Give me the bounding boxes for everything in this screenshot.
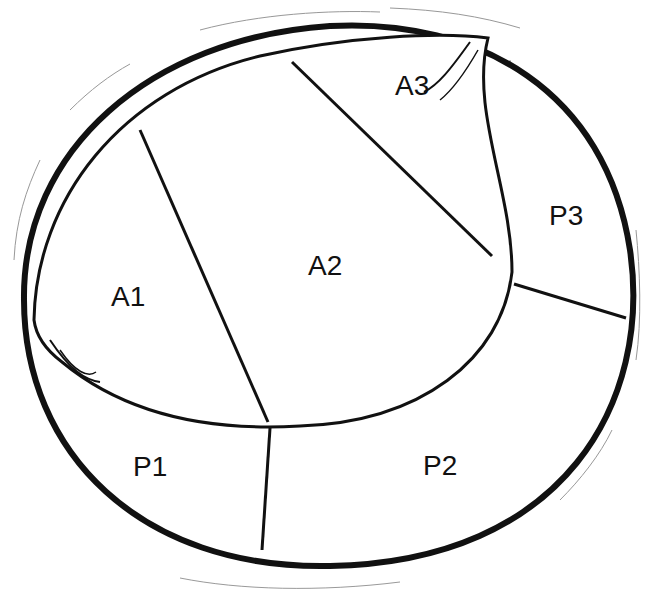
segment-label: A2 — [308, 252, 342, 280]
commissure-fold — [60, 350, 96, 374]
segment-label: P2 — [423, 452, 457, 480]
segment-label: A1 — [111, 283, 145, 311]
commissure-fold — [50, 340, 100, 382]
sketch-hatching — [14, 8, 640, 588]
annulus-outline — [24, 25, 633, 566]
segment-label: A3 — [395, 72, 429, 100]
segment-label: P3 — [549, 202, 583, 230]
segment-label: P1 — [133, 453, 167, 481]
commissure-fold — [424, 42, 470, 92]
segment-dividers — [140, 62, 626, 550]
commissure-fold — [440, 50, 478, 100]
anterior-leaflet — [34, 35, 512, 427]
